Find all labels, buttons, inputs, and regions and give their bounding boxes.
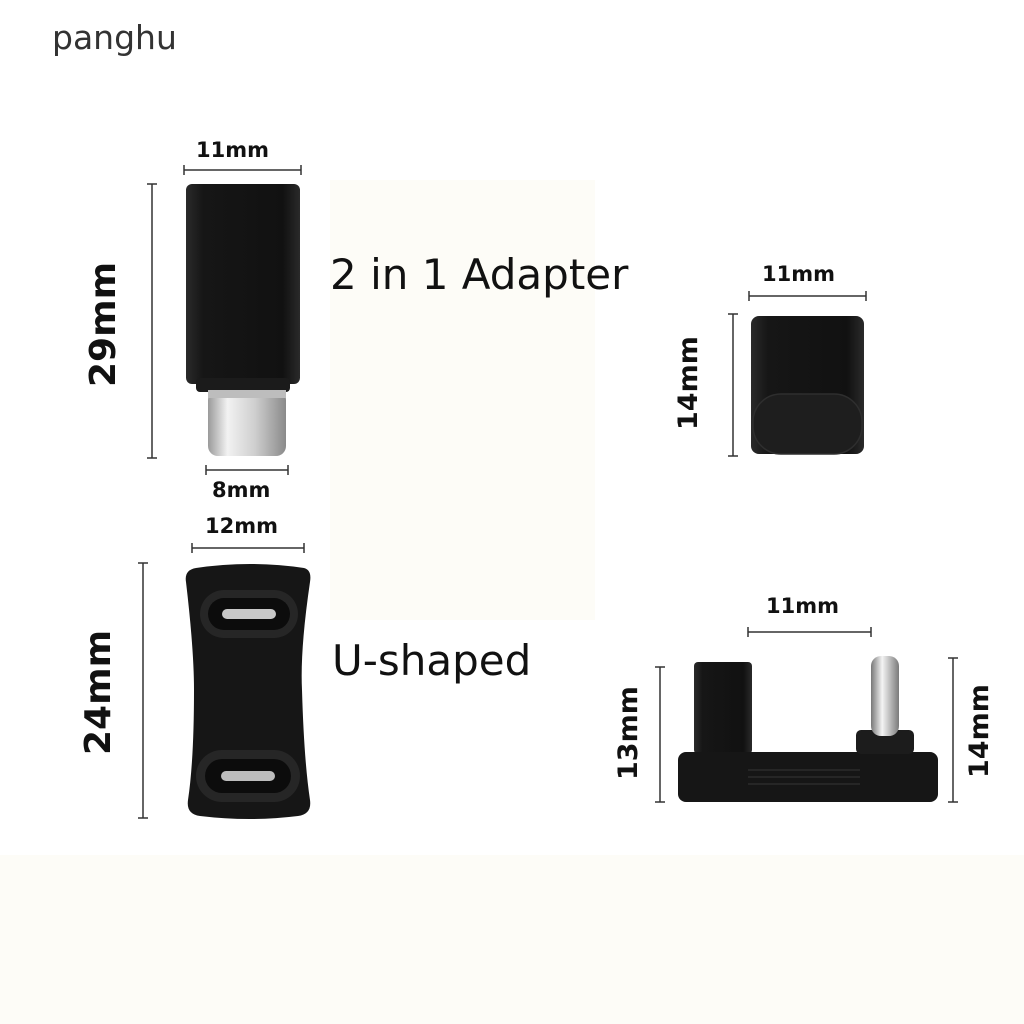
side-view-body bbox=[678, 656, 938, 802]
cap-width-label: 11mm bbox=[762, 262, 835, 286]
adapter-body bbox=[186, 184, 300, 392]
adapter-usb-c-plug bbox=[208, 390, 286, 456]
background-wash-bottom bbox=[0, 855, 1024, 1024]
adapter-width-label: 11mm bbox=[196, 138, 269, 162]
background-wash bbox=[330, 180, 595, 620]
cap-height-label: 14mm bbox=[673, 336, 704, 430]
adapter-height-label: 29mm bbox=[83, 261, 124, 387]
u-width-label: 12mm bbox=[205, 514, 278, 538]
u-shaped-body bbox=[185, 564, 311, 819]
adapter-dimension-lines bbox=[147, 165, 302, 475]
u-shaped-caption: U-shaped bbox=[332, 636, 532, 685]
brand-watermark: panghu bbox=[52, 18, 177, 57]
cap-body bbox=[751, 316, 864, 455]
side-right-height-label: 14mm bbox=[964, 684, 995, 778]
side-width-label: 11mm bbox=[766, 594, 839, 618]
side-left-height-label: 13mm bbox=[613, 686, 644, 780]
plug-width-label: 8mm bbox=[212, 478, 271, 502]
adapter-caption: 2 in 1 Adapter bbox=[330, 250, 629, 299]
u-shaped-dimension-lines bbox=[138, 543, 305, 819]
cap-dimension-lines bbox=[728, 291, 867, 457]
u-height-label: 24mm bbox=[78, 629, 119, 755]
side-view-dimension-lines bbox=[655, 627, 958, 803]
